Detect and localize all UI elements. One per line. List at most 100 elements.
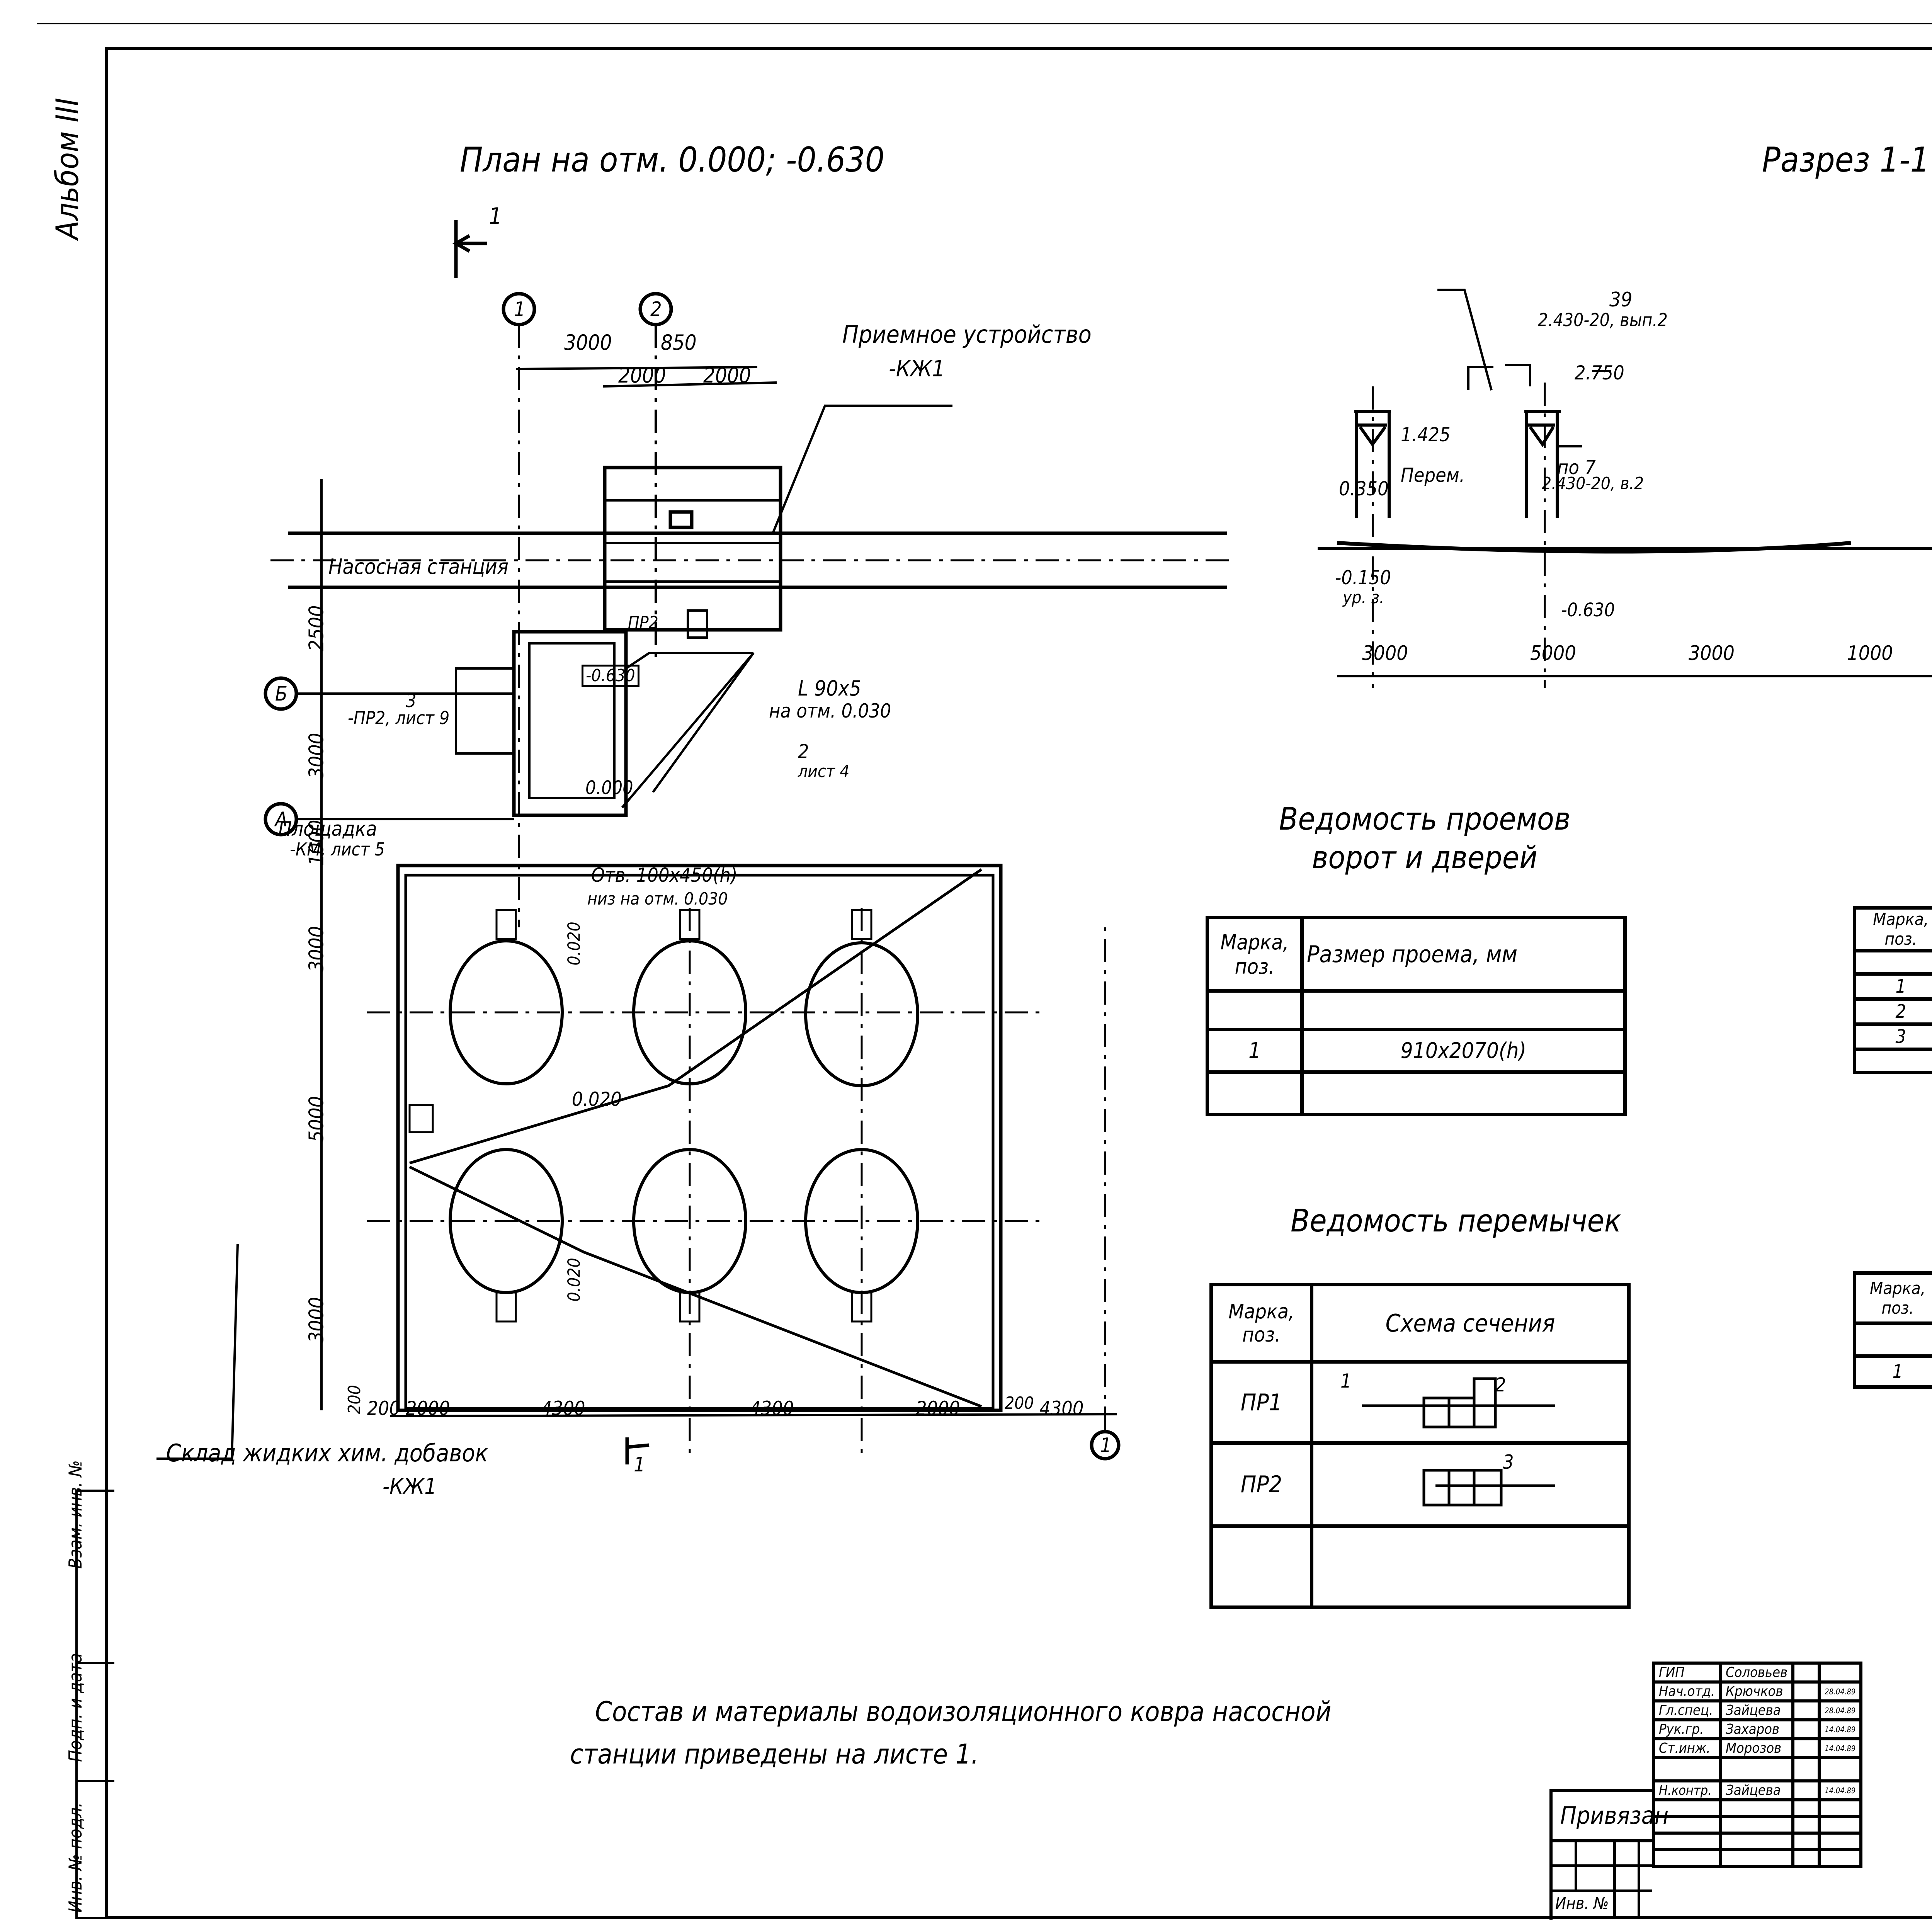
staff-signature: [1791, 1680, 1821, 1702]
openings-cell: [1300, 989, 1627, 1031]
staff-table: ГИП Соловьев Нач.отд.Крючков 28.04.89 Гл.…: [1652, 1662, 1863, 1868]
label-platform-ref: -КМ, лист 5: [290, 839, 385, 860]
lintel-mark: ПР2: [1209, 1441, 1313, 1528]
lintel-scheme-pr1: 1 2: [1310, 1360, 1631, 1445]
section-callout2-ref: 2.430-20, в.2: [1542, 474, 1644, 493]
staff-date: 28.04.89: [1818, 1699, 1863, 1721]
label-pr2-ref: -ПР2, лист 9: [348, 707, 450, 728]
bound-label: Привязан: [1560, 1801, 1669, 1830]
bound-area: Привязан: [1549, 1789, 1668, 1920]
elev-ground-label: ур. з.: [1343, 588, 1384, 607]
side-stamp-sign-date: Подп. и дата: [65, 1653, 86, 1762]
dim-top-2000b: 2000: [703, 363, 751, 388]
label-receiver: Приемное устройство: [842, 320, 1092, 349]
slope-1: 0.020: [564, 922, 584, 966]
label-platform: Площадка: [278, 818, 377, 841]
staff-name: Захаров: [1718, 1718, 1795, 1740]
lintel-mark: ПР1: [1209, 1360, 1313, 1445]
plan-title: План на отм. 0.000; -0.630: [460, 140, 885, 180]
slope-2: 0.020: [572, 1088, 622, 1111]
dim-bottom-4300c: 4300: [1039, 1397, 1084, 1420]
fill-spec-cell: [1852, 1321, 1932, 1358]
lintel-scheme-pr1-drawing: [1362, 1377, 1555, 1428]
axis-label-1-bottom: 1: [1100, 1434, 1112, 1457]
staff-name: Крючков: [1718, 1680, 1795, 1702]
axis-label-2: 2: [650, 298, 662, 321]
lintels-header-mark: Марка, поз.: [1209, 1283, 1313, 1364]
label-view2: 2: [798, 740, 809, 763]
section-dim-5000: 5000: [1530, 642, 1577, 665]
elev-2750: 2.750: [1575, 362, 1624, 384]
fill-spec-header: Марка, поз.: [1852, 1271, 1932, 1325]
dim-left-200: 200: [344, 1385, 364, 1414]
lintel-spec-table: Марка, поз. Обозначение Наименование Кол…: [1853, 906, 1932, 1074]
elev-1425: 1.425: [1401, 423, 1451, 446]
staff-date: 14.04.89: [1818, 1718, 1863, 1740]
staff-name: Зайцева: [1718, 1779, 1795, 1801]
dim-left-5000: 5000: [305, 1096, 328, 1142]
staff-date: [1818, 1662, 1863, 1684]
staff-signature: [1791, 1662, 1821, 1684]
openings-cell: [1300, 1070, 1627, 1116]
label-lintel: Перем.: [1401, 464, 1465, 486]
staff-signature: [1791, 1699, 1821, 1721]
plan-section-mark-top: 1: [489, 203, 502, 230]
label-angle: L 90x5: [798, 676, 861, 701]
elev-minus0630: -0.630: [1561, 599, 1615, 621]
bound-grid: Инв. №: [1549, 1839, 1652, 1917]
label-pr2: ПР2: [628, 613, 658, 633]
elev-0350: 0.350: [1339, 478, 1389, 500]
staff-role: ГИП: [1652, 1662, 1722, 1684]
staff-name: Соловьев: [1718, 1662, 1795, 1684]
label-opening: Отв. 100x450(h): [591, 864, 738, 886]
label-view2-ref: лист 4: [798, 762, 850, 781]
section-callout1-num: 39: [1609, 288, 1633, 311]
staff-role: Гл.спец.: [1652, 1699, 1722, 1721]
side-stamp-replace-inv: Взам. инв. №: [65, 1460, 86, 1569]
album-label: Альбом III: [49, 98, 85, 240]
staff-name: Морозов: [1718, 1737, 1795, 1759]
staff-role: [1652, 1756, 1722, 1782]
dim-bottom-200a: 200: [367, 1397, 400, 1420]
axis-label-b: Б: [275, 682, 288, 706]
label-warehouse-ref: -КЖ1: [383, 1474, 437, 1499]
dim-left-3000b: 3000: [305, 926, 328, 972]
label-opening-ref: низ на отм. 0.030: [587, 889, 728, 909]
lintel-pr1-label-2: 2: [1495, 1374, 1506, 1396]
section-dim-1000: 1000: [1847, 642, 1893, 665]
dim-left-3000: 3000: [305, 733, 328, 779]
section-callout2-num: по 7: [1557, 456, 1596, 479]
inv-label: Инв. №: [1555, 1894, 1609, 1913]
dim-top-850: 850: [661, 330, 697, 355]
openings-header-mark: Марка, поз.: [1206, 916, 1304, 993]
elev-floor: 0.000: [585, 777, 633, 799]
staff-date: 14.04.89: [1818, 1737, 1863, 1759]
drawing-frame: [105, 47, 1932, 1919]
fill-spec-table: Марка, поз. Обозначение Наименование Кол…: [1852, 1271, 1932, 1389]
label-pr2-ref-num: 3: [406, 690, 417, 712]
axis-label-a: А: [275, 808, 287, 831]
note-line-1: Состав и материалы водоизоляционного ков…: [595, 1696, 1332, 1728]
axis-label-1: 1: [514, 298, 526, 321]
dim-top-3000: 3000: [564, 330, 612, 355]
staff-role: Н.контр.: [1652, 1779, 1722, 1801]
staff-role: Рук.гр.: [1652, 1718, 1722, 1740]
note-line-2: станции приведены на листе 1.: [570, 1738, 979, 1770]
lintel-pr1-label-1: 1: [1340, 1370, 1352, 1392]
side-stamp: [75, 1490, 114, 1919]
label-pump-station: Насосная станция: [328, 554, 509, 579]
lintel-spec-cell: 1: [1853, 972, 1932, 1001]
lintel-spec-cell: 3: [1853, 1022, 1932, 1051]
staff-signature: [1791, 1779, 1821, 1801]
staff-role: Нач.отд.: [1652, 1680, 1722, 1702]
dim-bottom-4300b: 4300: [750, 1397, 794, 1420]
section-callout1-ref: 2.430-20, вып.2: [1538, 310, 1668, 330]
lintel-spec-cell: 2: [1853, 997, 1932, 1026]
staff-name: Зайцева: [1718, 1699, 1795, 1721]
staff-signature: [1791, 1737, 1821, 1759]
slope-3: 0.020: [564, 1258, 584, 1302]
lintel-scheme-pr2: 3: [1310, 1441, 1631, 1528]
fill-spec-cell: 1: [1852, 1354, 1932, 1389]
label-angle-ref: на отм. 0.030: [769, 700, 891, 722]
label-warehouse: Склад жидких хим. добавок: [166, 1439, 488, 1467]
